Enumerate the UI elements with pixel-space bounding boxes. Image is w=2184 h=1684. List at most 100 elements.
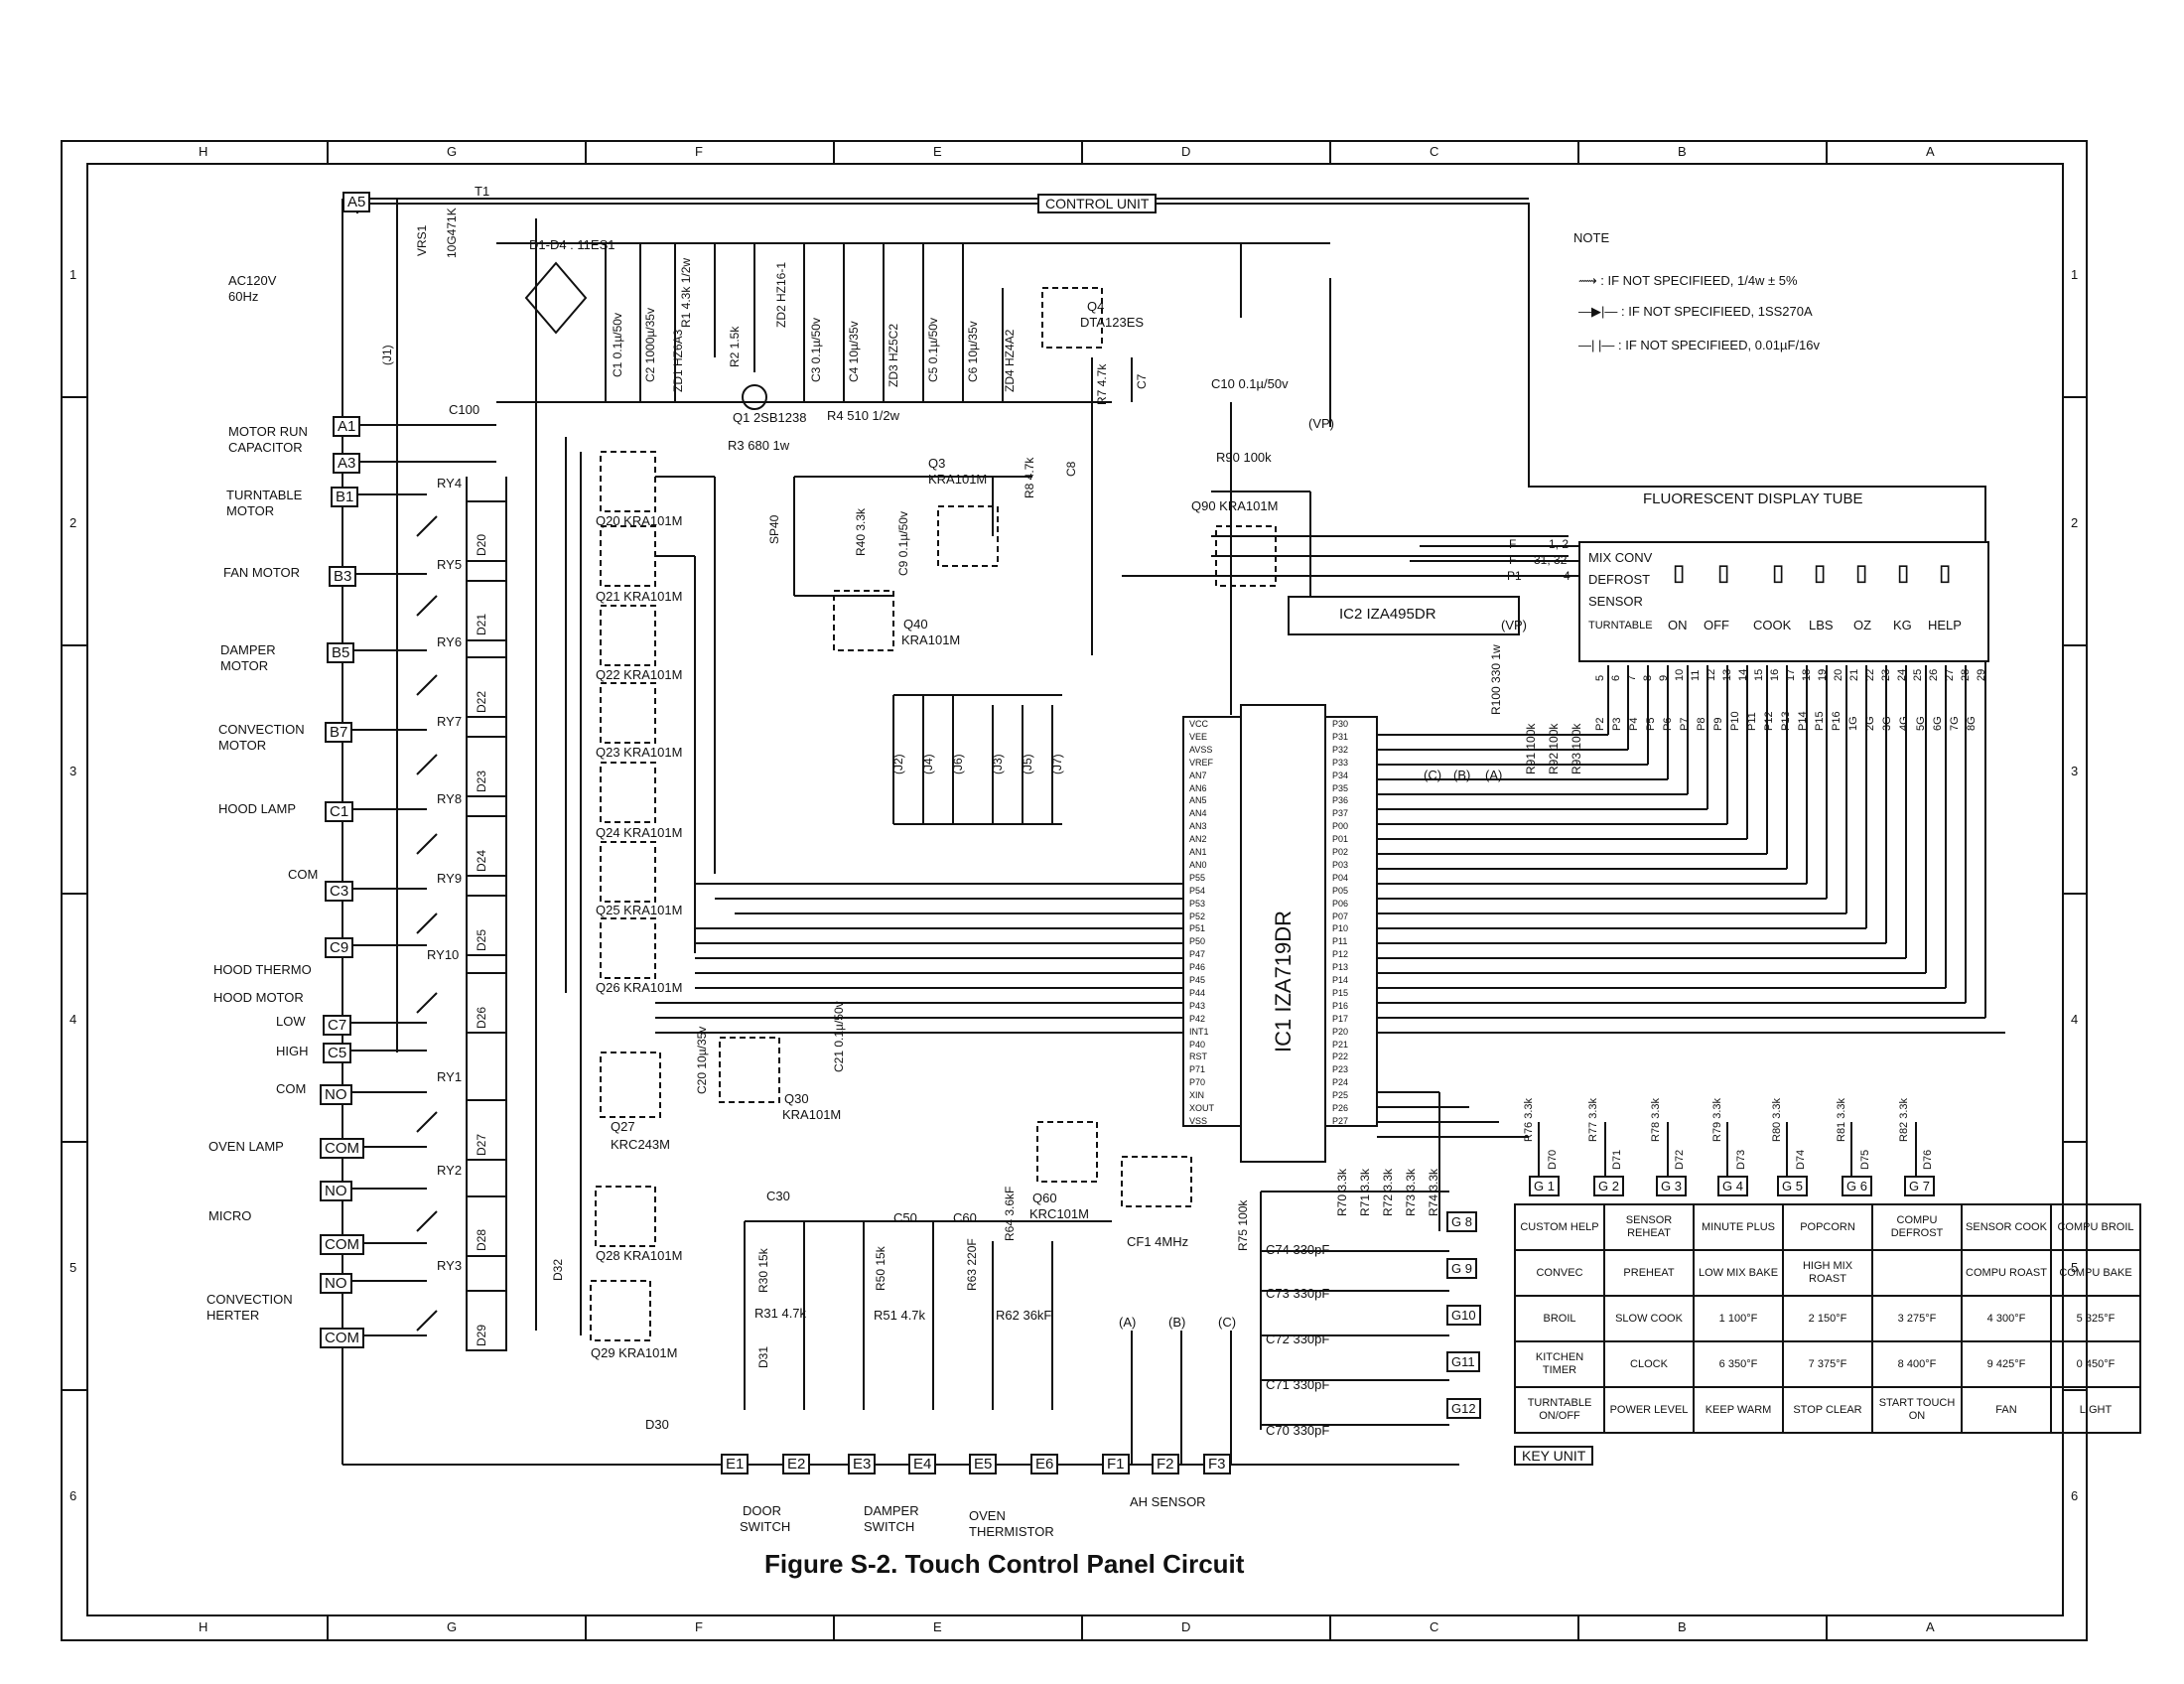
transistor-q20: Q20 KRA101M <box>596 513 683 528</box>
fdt-pin-number: 9 <box>1658 674 1670 681</box>
key-compu-defrost[interactable]: COMPU DEFROST <box>1871 1203 1963 1251</box>
part-r73: R73 3.3k <box>1404 1168 1418 1216</box>
key-light[interactable]: LIGHT <box>2050 1386 2141 1434</box>
key-2-150-f[interactable]: 2 150°F <box>1782 1295 1873 1342</box>
key-compu-bake[interactable]: COMPU BAKE <box>2050 1249 2141 1297</box>
label-hood-thermo: HOOD THERMO <box>213 962 312 977</box>
seven-segment-digit-1: ▯ <box>1670 558 1688 592</box>
jumper-j3: (J3) <box>991 754 1005 774</box>
key-convec[interactable]: CONVEC <box>1514 1249 1605 1297</box>
key-popcorn[interactable]: POPCORN <box>1782 1203 1873 1251</box>
ic1-pin-vref: VREF <box>1189 757 1214 768</box>
part-c1: C1 0.1µ/50v <box>611 313 624 377</box>
signal-a: (A) <box>1485 768 1503 782</box>
part-c72: C72 330pF <box>1266 1332 1330 1346</box>
part-c20: C20 10µ/35v <box>695 1026 709 1094</box>
fdt-grid-label: 1G <box>1847 716 1859 731</box>
key-high-mix-roast[interactable]: HIGH MIX ROAST <box>1782 1249 1873 1297</box>
key-kitchen-timer[interactable]: KITCHEN TIMER <box>1514 1340 1605 1388</box>
part-j1: (J1) <box>380 345 394 365</box>
fdt-grid-label: P9 <box>1712 717 1724 731</box>
key-turntable-on-off[interactable]: TURNTABLE ON/OFF <box>1514 1386 1605 1434</box>
ic1-pin-p00: P00 <box>1332 821 1349 832</box>
fdt-defrost: DEFROST <box>1588 572 1651 587</box>
key-fan[interactable]: FAN <box>1961 1386 2052 1434</box>
key-minute-plus[interactable]: MINUTE PLUS <box>1693 1203 1784 1251</box>
key-compu-broil[interactable]: COMPU BROIL <box>2050 1203 2141 1251</box>
part-vp2: (VP) <box>1501 618 1527 632</box>
key-4-300-f[interactable]: 4 300°F <box>1961 1295 2052 1342</box>
part-r90: R90 100k <box>1216 450 1272 465</box>
ic1-pin-p54: P54 <box>1189 885 1206 896</box>
inner-border <box>86 163 2064 1616</box>
label-conv-heater: CONVECTION <box>206 1292 293 1307</box>
fdt-cook: COOK <box>1753 618 1792 632</box>
key-clock[interactable]: CLOCK <box>1603 1340 1695 1388</box>
fdt-grid-label: P12 <box>1763 711 1775 731</box>
key-1-100-f[interactable]: 1 100°F <box>1693 1295 1784 1342</box>
ic1-pin-p46: P46 <box>1189 962 1206 973</box>
relay-ry8: RY8 <box>437 791 463 806</box>
key-low-mix-bake[interactable]: LOW MIX BAKE <box>1693 1249 1784 1297</box>
connector-c1: C1 <box>325 801 354 822</box>
key-row-10: G10 <box>1446 1305 1481 1326</box>
key-custom-help[interactable]: CUSTOM HELP <box>1514 1203 1605 1251</box>
ic1-pin-p12: P12 <box>1332 949 1349 960</box>
ic1-pin-p52: P52 <box>1189 911 1206 921</box>
label-micro: MICRO <box>208 1208 252 1223</box>
ic1-pin-avss: AVSS <box>1189 744 1213 755</box>
key-preheat[interactable]: PREHEAT <box>1603 1249 1695 1297</box>
jumper-j2: (J2) <box>891 754 905 774</box>
fdt-side-p1-pins: 4 <box>1564 569 1570 583</box>
key-9-425-f[interactable]: 9 425°F <box>1961 1340 2052 1388</box>
part-vrs1-val: 10G471K <box>445 208 459 258</box>
fdt-lbs: LBS <box>1809 618 1834 632</box>
key-6-350-f[interactable]: 6 350°F <box>1693 1340 1784 1388</box>
key-3-275-f[interactable]: 3 275°F <box>1871 1295 1963 1342</box>
key-broil[interactable]: BROIL <box>1514 1295 1605 1342</box>
fdt-grid-label: P11 <box>1746 712 1758 731</box>
part-q4-part: DTA123ES <box>1080 315 1145 330</box>
label-damper-motor: MOTOR <box>220 658 269 673</box>
fdt-pin-number: 5 <box>1594 674 1606 681</box>
fdt-side-p1: P1 <box>1507 569 1522 583</box>
diode-d29: D29 <box>475 1324 488 1346</box>
ic1-pin-p24: P24 <box>1332 1077 1349 1088</box>
seven-segment-digit-3: ▯ <box>1769 558 1787 592</box>
fdt-grid-label: P10 <box>1729 711 1741 731</box>
border-letter-e: E <box>933 144 942 159</box>
connector-no-3: NO <box>320 1273 352 1294</box>
key-keep-warm[interactable]: KEEP WARM <box>1693 1386 1784 1434</box>
key-column-3: G 3 <box>1656 1176 1687 1196</box>
key-compu-roast[interactable]: COMPU ROAST <box>1961 1249 2052 1297</box>
key-sensor-reheat[interactable]: SENSOR REHEAT <box>1603 1203 1695 1251</box>
key-5-325-f[interactable]: 5 325°F <box>2050 1295 2141 1342</box>
part-c74: C74 330pF <box>1266 1242 1330 1257</box>
part-c73: C73 330pF <box>1266 1286 1330 1301</box>
key-row-8: G 8 <box>1446 1211 1477 1232</box>
fdt-pin-number: 16 <box>1769 668 1781 681</box>
part-r50: R50 15k <box>874 1246 887 1291</box>
key-8-400-f[interactable]: 8 400°F <box>1871 1340 1963 1388</box>
key-7-375-f[interactable]: 7 375°F <box>1782 1340 1873 1388</box>
key-diode: D75 <box>1859 1149 1871 1170</box>
ic1-pin-vcc: VCC <box>1189 719 1209 729</box>
ic1-pin-p71: P71 <box>1189 1064 1206 1075</box>
relay-ry3: RY3 <box>437 1258 463 1273</box>
key-column-6: G 6 <box>1842 1176 1872 1196</box>
fdt-off: OFF <box>1704 618 1729 632</box>
key-power-level[interactable]: POWER LEVEL <box>1603 1386 1695 1434</box>
key-start-touch-on[interactable]: START TOUCH ON <box>1871 1386 1963 1434</box>
fdt-pin-number: 13 <box>1721 668 1733 681</box>
relay-ry10: RY10 <box>427 947 460 962</box>
fdt-grid-label: 8G <box>1966 716 1978 731</box>
key-slow-cook[interactable]: SLOW COOK <box>1603 1295 1695 1342</box>
part-q3-part: KRA101M <box>928 472 988 487</box>
key-sensor-cook[interactable]: SENSOR COOK <box>1961 1203 2052 1251</box>
key-stop-clear[interactable]: STOP CLEAR <box>1782 1386 1873 1434</box>
key-0-450-f[interactable]: 0 450°F <box>2050 1340 2141 1388</box>
key-resistor: R82 3.3k <box>1898 1097 1910 1142</box>
